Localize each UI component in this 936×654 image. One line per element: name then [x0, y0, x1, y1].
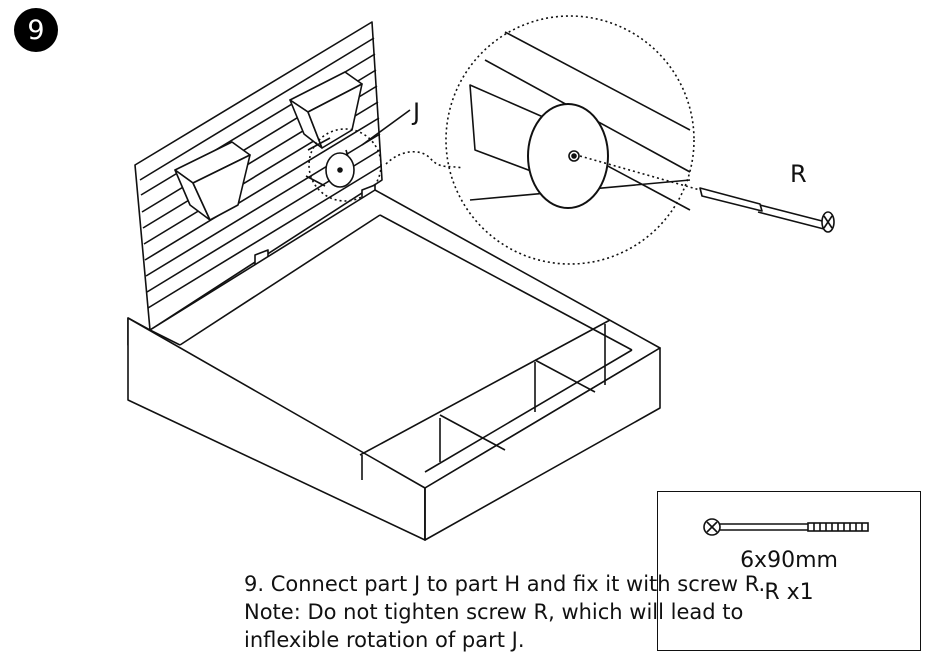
instruction-line-1: 9. Connect part J to part H and fix it w…	[244, 572, 766, 596]
screw-size: 6x90mm	[740, 548, 838, 573]
sandbox-frame	[127, 189, 661, 541]
planter-box-right	[289, 71, 363, 149]
detail-zoom-circle	[385, 15, 701, 265]
hardware-box: 6x90mm R x1	[657, 491, 921, 651]
part-j-wheel	[305, 137, 355, 188]
instruction-line-2: Note: Do not tighten screw R, which will…	[244, 600, 744, 624]
screw-icon	[703, 518, 869, 536]
step-number: 9	[27, 14, 45, 46]
screw-r	[699, 187, 835, 233]
step-number-badge: 9	[14, 8, 58, 52]
part-j-label: J	[413, 98, 421, 126]
part-r-label: R	[790, 160, 807, 188]
screw-quantity: R x1	[764, 580, 814, 605]
planter-box-left	[174, 141, 251, 221]
